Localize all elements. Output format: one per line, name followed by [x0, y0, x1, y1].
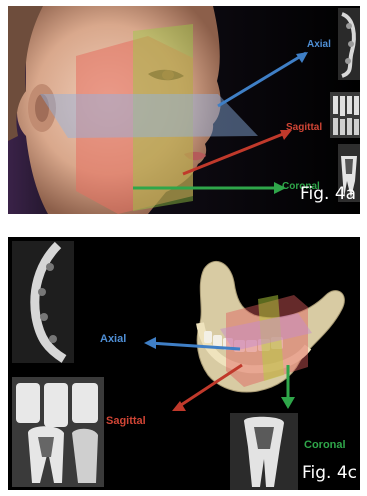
ct-thumbnail-axial	[338, 8, 360, 80]
figure-caption-4c: Fig. 4c	[302, 463, 357, 483]
figure-caption-4a: Fig. 4a	[300, 184, 356, 204]
ct-thumbnail-sagittal	[330, 92, 360, 138]
figure-4a-panel: Axial Sagittal Coronal Fig. 4a	[8, 6, 360, 214]
axial-label-a: Axial	[307, 39, 331, 50]
ct-image-sagittal	[12, 377, 104, 487]
axial-label-c: Axial	[100, 333, 126, 345]
figure-4c-panel: Axial Sagittal Coronal Fig. 4c	[8, 237, 360, 490]
sagittal-label-a: Sagittal	[286, 122, 322, 133]
sagittal-label-c: Sagittal	[106, 415, 146, 427]
coronal-label-c: Coronal	[304, 439, 346, 451]
ct-image-axial	[12, 241, 74, 363]
ct-image-coronal	[230, 413, 298, 490]
figure-4c-illustration	[8, 237, 360, 490]
